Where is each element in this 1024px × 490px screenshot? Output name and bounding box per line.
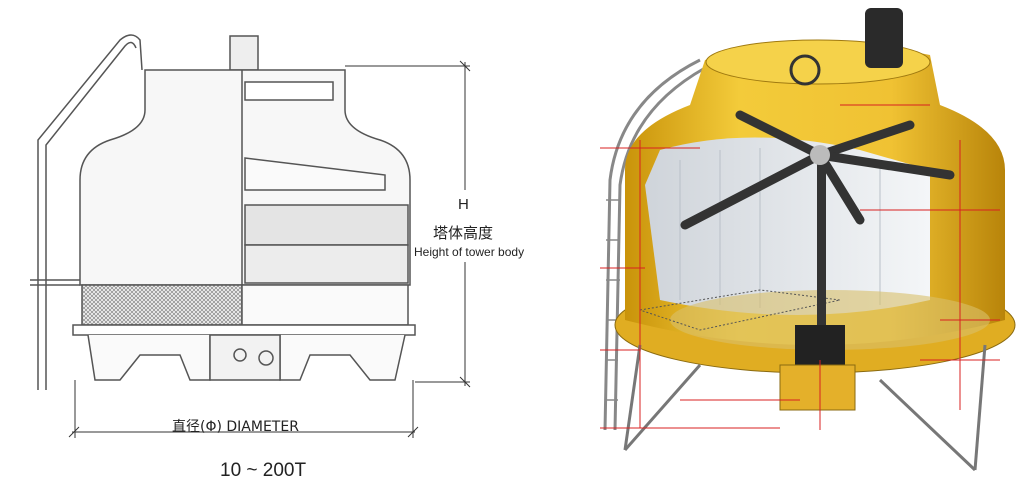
base-plate (72, 324, 416, 336)
capacity-range: 10 ~ 200T (220, 460, 307, 481)
height-label-cn: 塔体高度 (433, 224, 494, 242)
ladder-3d (603, 58, 706, 431)
legs (623, 344, 987, 472)
basin-outlet (779, 364, 856, 411)
shaft (817, 150, 826, 330)
fill-media (645, 137, 930, 315)
motor (229, 35, 259, 71)
tower-elevation-drawing (30, 34, 471, 438)
motor-3d (865, 8, 903, 68)
diameter-label: 直径(Φ) DIAMETER (172, 419, 299, 435)
height-label-en: Height of tower body (414, 245, 525, 259)
ladder (30, 34, 143, 390)
tower-cutaway-illustration (600, 8, 1016, 472)
basin (87, 334, 406, 381)
dimension-lines (600, 104, 1000, 430)
fan-blades (680, 110, 955, 230)
height-symbol: H (458, 196, 469, 213)
